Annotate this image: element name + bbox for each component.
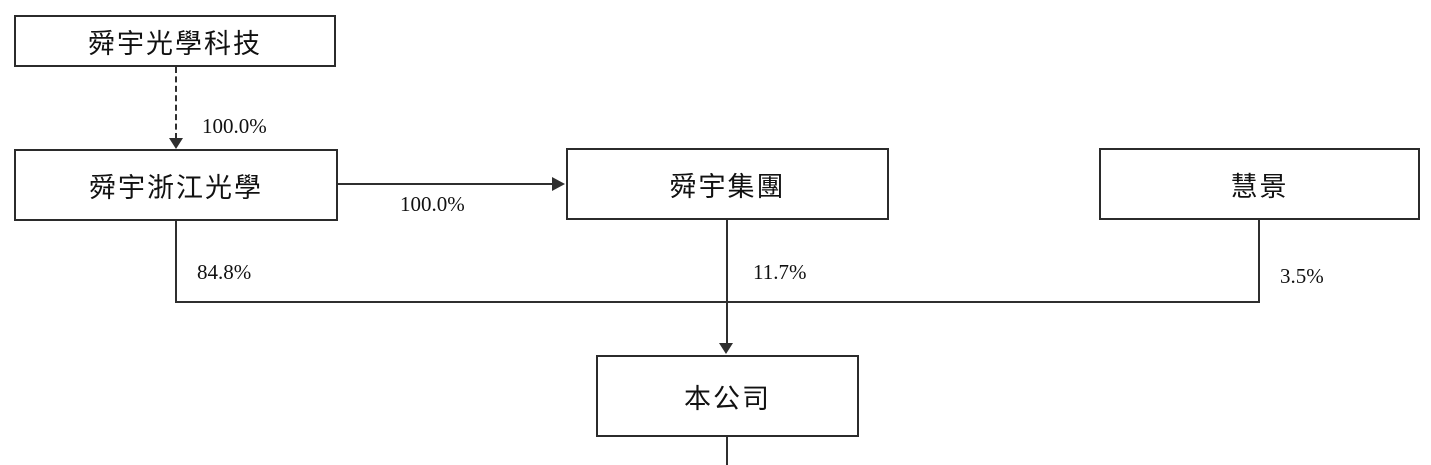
node-sunny-group: 舜宇集團 [566, 148, 889, 220]
connector-company-downstream-stub [726, 437, 728, 465]
connector-collector-bar [175, 301, 1260, 303]
ownership-label-zhejiang-to-company: 84.8% [197, 260, 252, 284]
connector-zhejiang-to-group [338, 183, 554, 185]
arrowhead-right-icon [552, 177, 565, 191]
node-sunny-zhejiang-optical: 舜宇浙江光學 [14, 149, 338, 221]
connector-group-to-company [726, 220, 728, 344]
arrowhead-down-icon [719, 343, 733, 354]
ownership-label-tech-to-zhejiang: 100.0% [202, 114, 267, 138]
connector-tech-to-zhejiang [175, 67, 177, 139]
ownership-label-zhejiang-to-group: 100.0% [400, 192, 465, 216]
connector-zhejiang-to-collector [175, 221, 177, 303]
ownership-label-huijing-to-company: 3.5% [1280, 264, 1324, 288]
node-the-company: 本公司 [596, 355, 859, 437]
node-huijing: 慧景 [1099, 148, 1420, 220]
ownership-label-group-to-company: 11.7% [753, 260, 807, 284]
node-sunny-optical-tech: 舜宇光學科技 [14, 15, 336, 67]
arrowhead-down-icon [169, 138, 183, 149]
connector-huijing-to-collector [1258, 220, 1260, 303]
